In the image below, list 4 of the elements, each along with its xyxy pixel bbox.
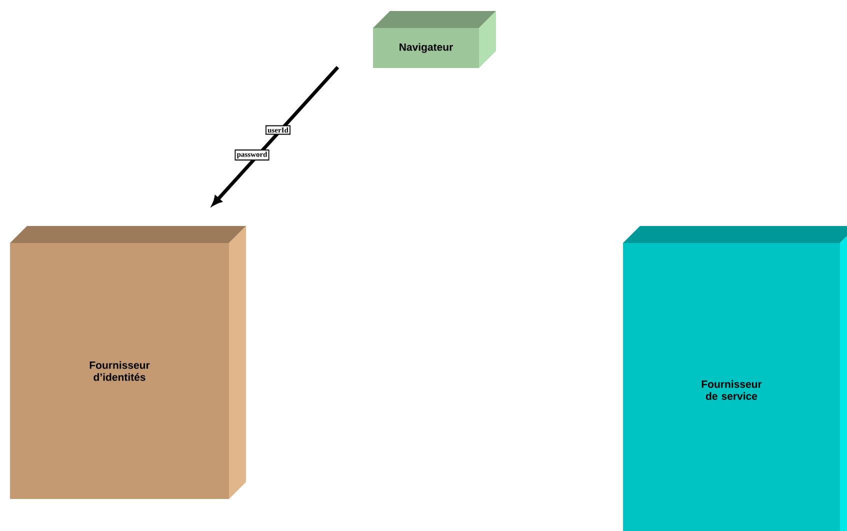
- arrow: [212, 66, 340, 206]
- 3d-box: Navigateur: [373, 11, 496, 68]
- 3d-box: Fournisseur d’identités: [10, 226, 246, 499]
- 3d-box: Fournisseur de service: [623, 226, 847, 531]
